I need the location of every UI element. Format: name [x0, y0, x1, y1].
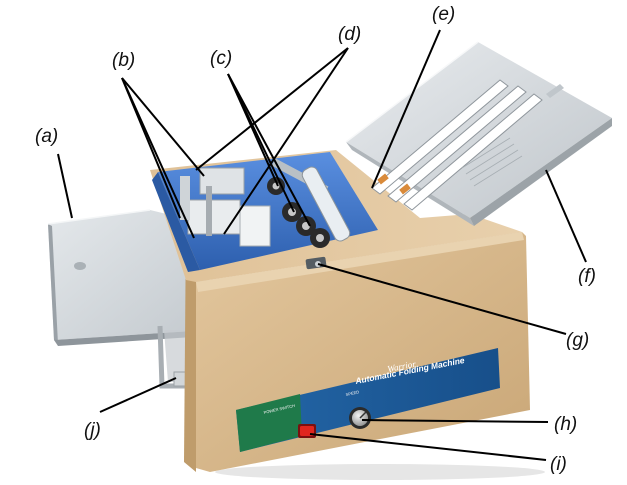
power-switch — [298, 424, 316, 438]
feeder-plate — [345, 41, 612, 226]
leader-a — [57, 153, 73, 219]
label-j: (j) — [84, 420, 101, 441]
label-e: (e) — [432, 4, 455, 25]
leader-i — [309, 433, 547, 461]
leader-c-3 — [227, 73, 311, 227]
machine: Warrior Automatic Folding Machine POWER … — [47, 41, 612, 480]
label-b: (b) — [112, 50, 135, 71]
label-c: (c) — [210, 48, 232, 69]
label-h: (h) — [554, 414, 577, 435]
label-g: (g) — [566, 330, 589, 351]
leader-b-3 — [121, 77, 181, 219]
leader-j — [99, 377, 177, 413]
leader-f — [545, 169, 587, 263]
paper-guides — [180, 167, 271, 247]
leader-lines — [57, 29, 587, 461]
leader-c-2 — [227, 73, 295, 213]
machine-left-side — [184, 220, 196, 472]
knob-caption: SPEED — [345, 389, 359, 397]
leader-d-2 — [223, 47, 349, 235]
label-d: (d) — [338, 24, 361, 45]
leader-d-1 — [195, 47, 349, 171]
label-a: (a) — [35, 126, 58, 147]
leader-g — [317, 263, 567, 335]
tray-hole — [74, 262, 86, 270]
label-i: (i) — [550, 454, 567, 475]
leader-b-1 — [121, 77, 205, 177]
leader-h — [361, 419, 549, 423]
label-f: (f) — [578, 266, 596, 287]
speed-knob — [349, 407, 371, 429]
callout-labels: (a) (b) (c) (d) (e) (f) (g) (h) (i) (j) — [35, 4, 596, 475]
control-panel: Warrior Automatic Folding Machine POWER … — [236, 348, 500, 452]
floor-shadow — [215, 464, 545, 480]
leader-e — [371, 29, 441, 189]
